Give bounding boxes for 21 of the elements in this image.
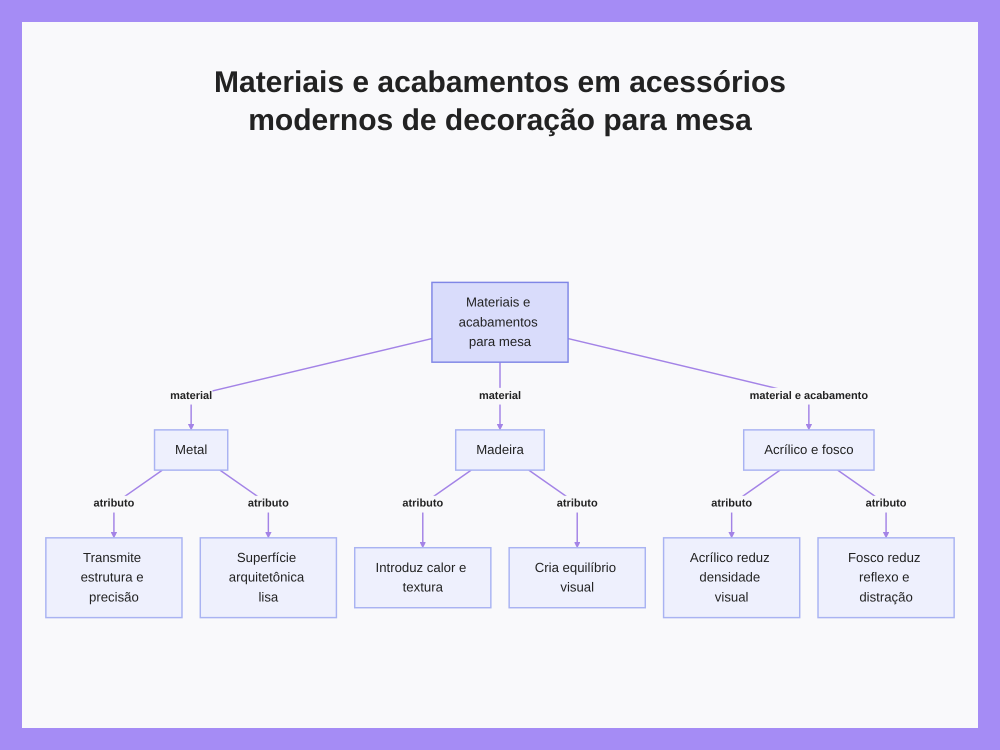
edge-label: material [478, 389, 522, 402]
edge-label: atributo [93, 497, 134, 510]
node-box: Fosco reduz reflexo e distração [817, 537, 955, 618]
node-box: Cria equilíbrio visual [508, 546, 646, 608]
node-box: Acrílico e fosco [742, 429, 875, 471]
edge-label: atributo [402, 497, 444, 510]
edge-label: atributo [556, 497, 598, 510]
node-box: Introduz calor e textura [354, 546, 492, 608]
edge-label: material [170, 389, 212, 402]
node-box: Transmite estrutura e precisão [45, 537, 183, 618]
node-box: Metal [154, 429, 228, 471]
edge-label: atributo [711, 497, 752, 510]
arrow [188, 338, 432, 430]
node-box: Superfície arquitetônica lisa [200, 537, 338, 618]
edge-label: material e acabamento [750, 389, 868, 402]
edge-label: atributo [248, 497, 289, 510]
node-box: Materiais e acabamentos para mesa [431, 282, 569, 363]
edge-label: atributo [866, 497, 907, 510]
node-box: Madeira [454, 429, 546, 471]
node-box: Acrílico reduz densidade visual [662, 537, 800, 618]
diagram-title: Materiais e acabamentos em acessórios modernos de decoração para mesa [213, 65, 787, 139]
